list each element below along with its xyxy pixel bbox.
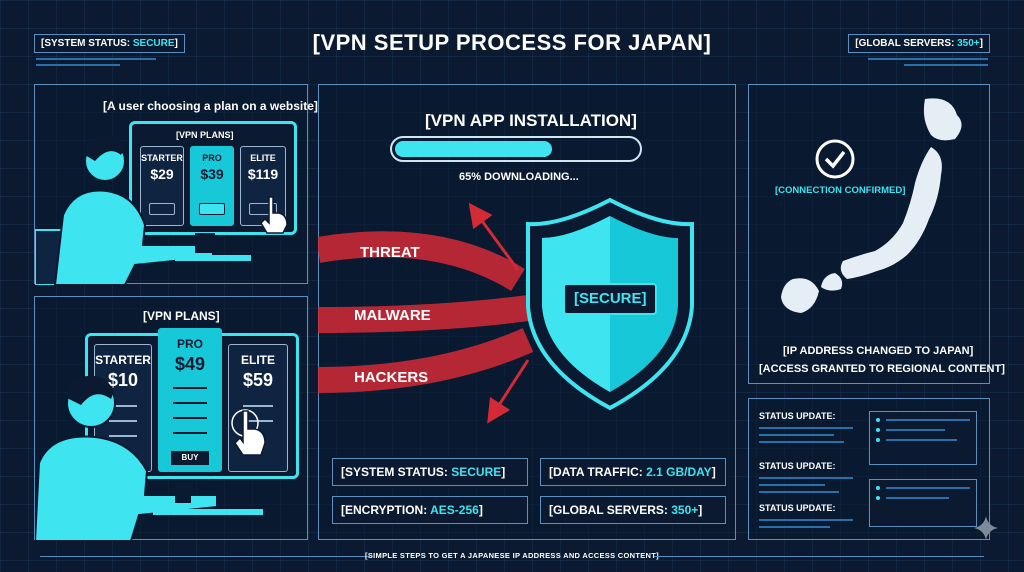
system-status-tag-label: [SYSTEM STATUS: [41,38,133,49]
status-update-label: STATUS UPDATE: [759,461,836,471]
malware-label: MALWARE [354,307,431,324]
install-title: [VPN APP INSTALLATION] [425,111,637,130]
info-data-traffic: [DATA TRAFFIC: 2.1 GB/DAY] [540,458,726,486]
hand-pointer-icon [231,409,266,456]
info-system-status-value: SECURE [451,465,502,479]
info-data-traffic-value: 2.1 GB/DAY [646,465,712,479]
system-status-tag-end: ] [174,38,178,49]
plan-name: PRO [202,153,222,163]
plan-select-button[interactable] [199,203,225,215]
plan-features [173,387,207,447]
hackers-label: HACKERS [354,369,429,386]
install-progress-fill [395,141,553,157]
panel-vpn-plans: [VPN PLANS] STARTER $10 PRO $49 BUY ELIT… [34,296,308,541]
info-close: ] [698,503,703,517]
system-status-tag: [SYSTEM STATUS: SECURE] [34,34,185,53]
choose-plan-card-pro[interactable]: PRO $39 [190,146,234,226]
buy-button[interactable]: BUY [171,451,209,465]
footer-caption: [SIMPLE STEPS TO GET A JAPANESE IP ADDRE… [365,551,659,560]
plan-name: STARTER [141,153,183,163]
page-title: [VPN SETUP PROCESS FOR JAPAN] [312,30,712,55]
global-servers-tag: [GLOBAL SERVERS: 350+] [848,34,990,53]
choose-plan-card-starter[interactable]: STARTER $29 [140,146,184,226]
access-granted-text: [ACCESS GRANTED TO REGIONAL CONTENT] [759,363,1005,375]
hand-pointer-icon [260,196,288,234]
plan-name: ELITE [250,153,276,163]
plan-price: $59 [242,370,274,390]
global-servers-tag-value: 350+ [957,38,980,49]
user-icon [35,375,263,541]
check-icon [815,139,855,179]
footer-line-right [654,556,984,557]
install-progress-text: 65% DOWNLOADING... [459,171,579,183]
ip-changed-text: [IP ADDRESS CHANGED TO JAPAN] [783,345,974,357]
plan-price: $39 [200,166,224,182]
plan-select-button[interactable] [149,203,175,215]
plan-price: $49 [174,354,206,374]
global-servers-tag-end: ] [979,38,983,49]
info-encryption: [ENCRYPTION: AES-256] [332,496,528,524]
plan-price: $10 [107,370,139,390]
info-global-servers-label: [GLOBAL SERVERS: [549,503,672,517]
global-servers-tag-label: [GLOBAL SERVERS: [855,38,958,49]
threat-arrows [318,202,534,424]
plan-name: PRO [176,337,203,351]
info-close: ] [711,465,716,479]
status-update-label: STATUS UPDATE: [759,503,836,513]
status-update-lines [759,427,853,448]
status-detail-box [869,479,977,527]
install-progress-bar [390,136,642,162]
status-update-lines [759,519,853,533]
info-encryption-label: [ENCRYPTION: [341,503,431,517]
shield-icon [526,197,694,411]
status-update-lines [759,477,853,498]
info-system-status-label: [SYSTEM STATUS: [341,465,452,479]
shield-secure-label: [SECURE] [574,290,647,307]
choose-plan-caption: [A user choosing a plan on a website] [103,99,318,113]
info-close: ] [478,503,483,517]
footer-line-left [40,556,370,557]
panel-japan: [CONNECTION CONFIRMED] [IP ADDRESS CHANG… [748,84,1005,384]
status-detail-box [869,411,977,465]
system-status-tag-value: SECURE [132,38,175,49]
plan-name: STARTER [95,353,151,367]
plan-price: $119 [247,166,279,182]
header-deco-right [868,58,988,70]
panel-status: STATUS UPDATE: STATUS UPDATE: STATUS UPD… [748,398,990,540]
status-update-label: STATUS UPDATE: [759,411,836,421]
plan-select-button[interactable] [249,203,277,215]
header-deco-left [36,58,156,70]
info-encryption-value: AES-256 [430,503,479,517]
info-data-traffic-label: [DATA TRAFFIC: [549,465,647,479]
vpn-plans-caption: [VPN PLANS] [143,309,220,323]
plan-card-pro[interactable]: PRO $49 BUY [158,328,222,472]
plan-features [109,405,137,450]
japan-map [781,98,962,313]
info-close: ] [501,465,506,479]
sparkle-icon [974,516,998,540]
threat-label: THREAT [360,244,420,261]
info-global-servers-value: 350+ [671,503,699,517]
info-system-status: [SYSTEM STATUS: SECURE] [332,458,528,486]
plan-name: ELITE [240,353,275,367]
connection-confirmed: [CONNECTION CONFIRMED] [775,185,906,196]
panel-choose-plan: [A user choosing a plan on a website] [V… [34,84,318,285]
user-icon [35,135,251,285]
info-global-servers: [GLOBAL SERVERS: 350+] [540,496,726,524]
plan-price: $29 [150,166,174,182]
choose-plan-header: [VPN PLANS] [176,130,234,140]
